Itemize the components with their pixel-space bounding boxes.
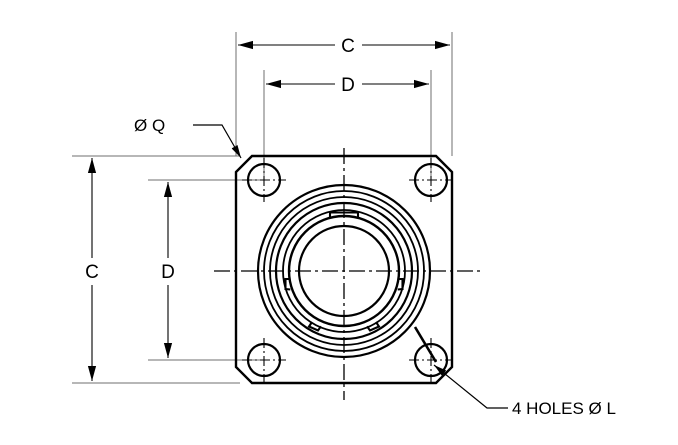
mounting-holes bbox=[242, 158, 453, 382]
dimension-d-left: D bbox=[161, 182, 175, 358]
extension-lines bbox=[72, 32, 453, 384]
leader-q-line bbox=[193, 124, 242, 159]
collar-notch-bottom-left bbox=[307, 321, 322, 332]
mounting-hole-bottom-right bbox=[409, 338, 453, 382]
bearing-ring-collar bbox=[287, 214, 401, 328]
keyway-notch-top bbox=[328, 211, 360, 219]
collar-notch-bottom-right bbox=[366, 321, 381, 332]
mounting-hole-top-right bbox=[409, 158, 453, 202]
bearing-ring-bore bbox=[297, 224, 391, 318]
dim-d-top-label: D bbox=[341, 75, 355, 96]
dimension-c-top: C bbox=[238, 36, 450, 57]
bearing-ring-mid-1 bbox=[274, 201, 414, 341]
dimension-d-top: D bbox=[266, 75, 429, 96]
leader-l-label: 4 HOLES Ø L bbox=[512, 399, 616, 418]
dimension-c-left: C bbox=[85, 158, 99, 381]
leader-l: 4 HOLES Ø L bbox=[433, 364, 616, 418]
bearing-rings bbox=[256, 183, 432, 359]
mounting-hole-top-left bbox=[242, 158, 286, 202]
collar-notches bbox=[284, 211, 404, 332]
collar-notch-right bbox=[397, 277, 404, 291]
flange-outline bbox=[234, 154, 454, 385]
leader-l-line bbox=[433, 364, 508, 409]
dim-c-left-label: C bbox=[85, 262, 99, 283]
bearing-ring-outer-1 bbox=[256, 183, 432, 359]
bearing-ring-mid-2 bbox=[282, 209, 406, 333]
mounting-hole-bottom-left bbox=[242, 338, 286, 382]
leader-q-label: Ø Q bbox=[134, 116, 165, 135]
bearing-ring-outer-3 bbox=[269, 196, 419, 346]
collar-notch-left bbox=[284, 277, 291, 291]
dim-d-left-label: D bbox=[161, 262, 175, 283]
bearing-ring-outer-2 bbox=[263, 190, 425, 352]
collar-leader-stub bbox=[413, 326, 438, 363]
leader-q: Ø Q bbox=[134, 116, 242, 159]
dim-c-top-label: C bbox=[341, 36, 355, 57]
